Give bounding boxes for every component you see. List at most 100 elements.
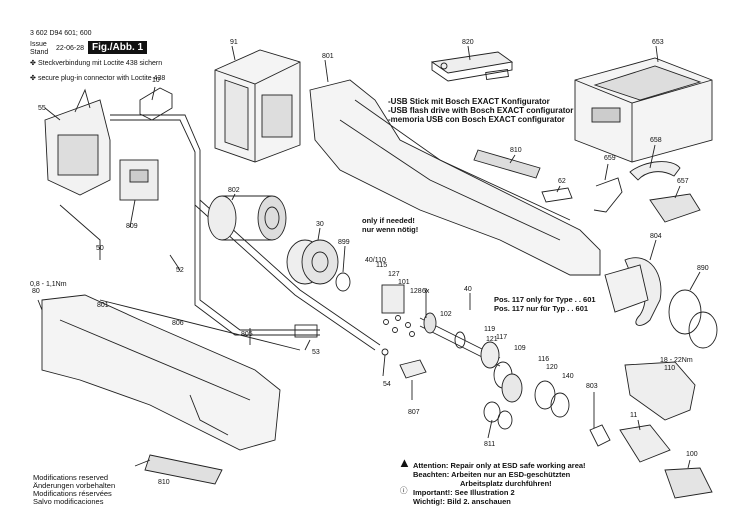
part-label-806: 806 bbox=[172, 320, 184, 327]
torque-right: 18 - 22Nm bbox=[660, 357, 693, 364]
part-label-890: 890 bbox=[697, 265, 709, 272]
part-label-120: 120 bbox=[546, 364, 558, 371]
part-label-40-110: 40/110 bbox=[365, 257, 386, 264]
footer-modifications-fr: Modifications réservées bbox=[33, 489, 112, 498]
part-label-80: 80 bbox=[32, 288, 40, 295]
part-807 bbox=[399, 359, 427, 379]
usb-note-en: -USB flash drive with Bosch EXACT config… bbox=[388, 106, 574, 115]
part-label-11: 11 bbox=[630, 412, 637, 419]
usb-note-es: -memoria USB con Bosch EXACT configurato… bbox=[388, 115, 565, 124]
footer-beachten-2: Arbeitsplatz durchführen! bbox=[460, 479, 552, 488]
part-label-52: 52 bbox=[176, 267, 184, 274]
part-label-802: 802 bbox=[228, 187, 240, 194]
part-label-128: 128 bbox=[410, 288, 422, 295]
part-label-807: 807 bbox=[408, 409, 420, 416]
part-label-110: 110 bbox=[664, 365, 675, 372]
part-label-101: 101 bbox=[398, 279, 410, 286]
washer-899 bbox=[335, 272, 351, 292]
housing-lower-801 bbox=[41, 294, 281, 451]
key-657 bbox=[649, 193, 701, 223]
label-strip-810 bbox=[473, 149, 541, 179]
footer-modifications-en: Modifications reserved bbox=[33, 473, 109, 482]
legend-secure: secure plug-in connector with Loctite 43… bbox=[38, 75, 166, 82]
part-label-100: 100 bbox=[686, 451, 698, 458]
pos117-en: Pos. 117 only for Type . . 601 bbox=[494, 295, 596, 304]
spring-803 bbox=[589, 424, 611, 447]
footer-important: Important!: See Illustration 2 bbox=[413, 488, 515, 497]
part-label-658: 658 bbox=[650, 137, 662, 144]
issue-date: 22-06-28 bbox=[56, 45, 85, 52]
part-10 bbox=[139, 87, 173, 121]
warning-triangle-icon: ▲ bbox=[398, 455, 411, 470]
part-label-804: 804 bbox=[650, 233, 662, 240]
part-label-91: 91 bbox=[230, 39, 238, 46]
part-label-805: 805 bbox=[241, 331, 253, 338]
part-label-820: 820 bbox=[462, 39, 474, 46]
part-label-801: 801 bbox=[97, 302, 109, 309]
part-label-62: 62 bbox=[558, 178, 566, 185]
bit-holder-11 bbox=[619, 424, 671, 463]
battery-91 bbox=[214, 49, 301, 163]
part-label-657: 657 bbox=[677, 178, 689, 185]
usb-stick-820 bbox=[430, 51, 514, 82]
part-label-117: 117 bbox=[496, 334, 507, 341]
part-label-109: 109 bbox=[514, 345, 526, 352]
part-label-127: 127 bbox=[388, 271, 400, 278]
housing-upper-801 bbox=[309, 79, 601, 276]
label-strip-810b bbox=[144, 454, 223, 485]
issue-label: Issue bbox=[30, 41, 47, 48]
part-label-115: 115 bbox=[376, 262, 387, 269]
nur-wenn-noetig: nur wenn nötig! bbox=[362, 225, 419, 234]
part-label-653: 653 bbox=[652, 39, 664, 46]
charger-653 bbox=[574, 57, 713, 163]
part-number: 3 602 D94 601; 600 bbox=[30, 30, 92, 37]
only-if-needed: only if needed! bbox=[362, 216, 415, 225]
ring-890 bbox=[668, 289, 702, 335]
part-label-899: 899 bbox=[338, 239, 350, 246]
part-label-140: 140 bbox=[562, 373, 574, 380]
figure-badge: Fig./Abb. 1 bbox=[88, 41, 148, 54]
usb-note-de: -USB Stick mit Bosch EXACT Konfigurator bbox=[388, 97, 550, 106]
part-labels: 91 820 653 10 801 55 658 659 810 62 657 809 802 30 899… bbox=[32, 39, 709, 486]
footer-modifications-es: Salvo modificaciones bbox=[33, 497, 104, 506]
gear-train bbox=[381, 284, 570, 430]
legend-sichern: Steckverbindung mit Loctite 438 sichern bbox=[38, 60, 163, 67]
part-label-803: 803 bbox=[586, 383, 598, 390]
motor-802 bbox=[207, 195, 287, 241]
part-label-6x: 6x bbox=[422, 288, 430, 295]
part-label-53: 53 bbox=[312, 349, 320, 356]
part-label-55: 55 bbox=[38, 105, 46, 112]
part-label-810: 810 bbox=[158, 479, 170, 486]
part-62 bbox=[541, 187, 573, 203]
pos117-de: Pos. 117 nur für Typ . . 601 bbox=[494, 304, 589, 313]
angle-head-110 bbox=[624, 361, 696, 421]
info-circle-icon: ⓘ bbox=[400, 486, 408, 495]
part-label-119: 119 bbox=[484, 326, 495, 333]
gear-30 bbox=[286, 239, 339, 285]
legend-connector-icon: ✤ bbox=[30, 60, 36, 67]
part-label-102: 102 bbox=[440, 311, 452, 318]
part-100 bbox=[664, 467, 713, 499]
part-label-810: 810 bbox=[510, 147, 522, 154]
part-label-801: 801 bbox=[322, 53, 334, 60]
part-label-40: 40 bbox=[464, 286, 472, 293]
part-label-10: 10 bbox=[152, 77, 160, 84]
footer-beachten-1: Beachten: Arbeiten nur an ESD-geschützte… bbox=[413, 470, 571, 479]
motor-housing-55 bbox=[44, 88, 159, 201]
part-label-50: 50 bbox=[96, 245, 104, 252]
part-label-54: 54 bbox=[383, 381, 391, 388]
part-label-30: 30 bbox=[316, 221, 324, 228]
footer-wichtig: Wichtig!: Bild 2. anschauen bbox=[413, 497, 511, 506]
part-label-116: 116 bbox=[538, 356, 549, 363]
clip-659 bbox=[593, 177, 623, 213]
part-label-809: 809 bbox=[126, 223, 138, 230]
part-label-659: 659 bbox=[604, 155, 616, 162]
legend-connector-icon-2: ✤ bbox=[30, 75, 36, 82]
wrench-658 bbox=[629, 161, 681, 181]
torque-left: 0,8 - 1,1Nm bbox=[30, 281, 67, 288]
part-label-811: 811 bbox=[484, 441, 495, 448]
stand-label: Stand bbox=[30, 49, 49, 56]
footer-attention: Attention: Repair only at ESD safe worki… bbox=[413, 461, 586, 470]
